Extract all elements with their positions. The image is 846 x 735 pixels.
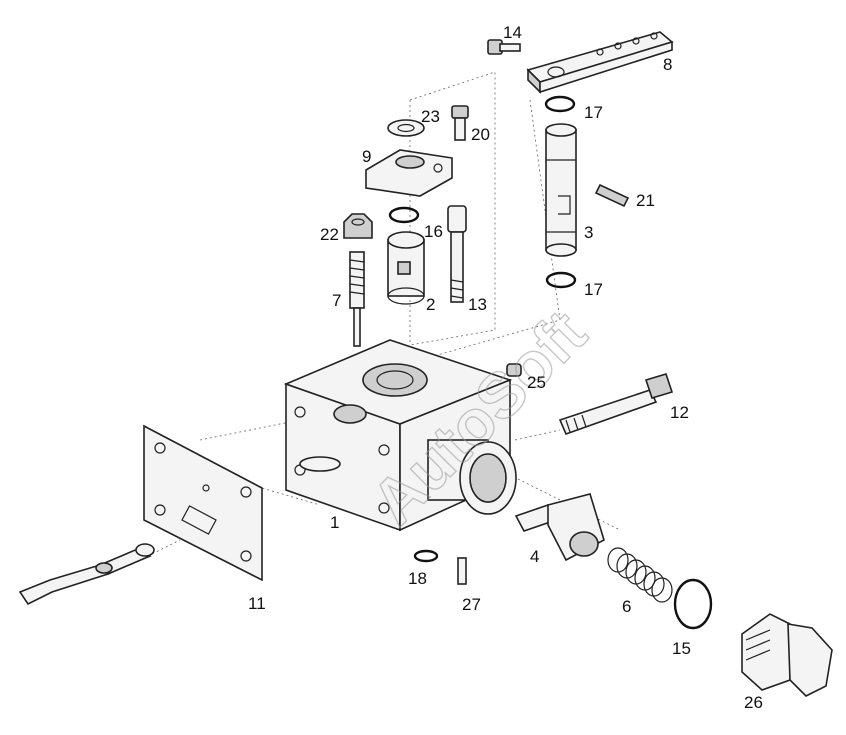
- part-23-washer: [387, 119, 425, 137]
- part-2-sleeve: [387, 231, 425, 305]
- part-16-o-ring: [388, 206, 420, 224]
- callout-1: 1: [330, 513, 339, 532]
- callout-16: 16: [424, 222, 443, 241]
- callout-25: 25: [527, 373, 546, 392]
- callout-9: 9: [362, 147, 371, 166]
- part-11-gasket-plate: [143, 424, 263, 582]
- part-8-lever: [526, 31, 674, 94]
- part-1-valve-housing: [283, 339, 517, 532]
- callout-26: 26: [744, 693, 763, 712]
- callout-6: 6: [622, 597, 631, 616]
- part-26-plug: [741, 613, 833, 697]
- part-14-screw: [487, 39, 521, 55]
- callout-12: 12: [670, 403, 689, 422]
- part-22-nut: [343, 213, 373, 239]
- part-15-o-ring: [673, 578, 713, 630]
- callout-labels: 14 8 17 23 20 9 21 22 16 3 17 7 2 13 25 …: [248, 23, 763, 712]
- part-25-plug: [506, 363, 522, 377]
- part-20-bolt: [451, 105, 469, 141]
- callout-11: 11: [248, 594, 266, 613]
- callout-8: 8: [663, 55, 672, 74]
- callout-2: 2: [426, 295, 435, 314]
- callout-14: 14: [503, 23, 522, 42]
- callout-23: 23: [421, 107, 440, 126]
- part-17-o-ring-bottom: [545, 271, 577, 289]
- part-4-piston: [514, 493, 605, 562]
- callout-18: 18: [408, 569, 427, 588]
- part-27-pin: [457, 557, 467, 585]
- callout-13: 13: [468, 295, 487, 314]
- callout-27: 27: [462, 595, 481, 614]
- part-18-o-ring: [413, 549, 439, 563]
- part-7-adjusting-screw: [349, 251, 365, 347]
- callout-15: 15: [672, 639, 691, 658]
- part-13-bolt: [447, 205, 467, 303]
- callout-17-top: 17: [584, 103, 603, 122]
- part-12-long-bolt: [558, 373, 674, 436]
- callout-17-bottom: 17: [584, 280, 603, 299]
- part-21-pin: [594, 183, 630, 208]
- part-17-o-ring-top: [544, 95, 576, 113]
- callout-7: 7: [332, 291, 341, 310]
- callout-4: 4: [530, 547, 539, 566]
- callout-21: 21: [636, 191, 655, 210]
- part-6-spring: [607, 547, 673, 603]
- part-lever-arm: [18, 543, 155, 606]
- callout-20: 20: [471, 125, 490, 144]
- part-3-spool: [545, 123, 577, 257]
- callout-3: 3: [584, 223, 593, 242]
- callout-22: 22: [320, 225, 339, 244]
- part-9-flange: [365, 149, 453, 197]
